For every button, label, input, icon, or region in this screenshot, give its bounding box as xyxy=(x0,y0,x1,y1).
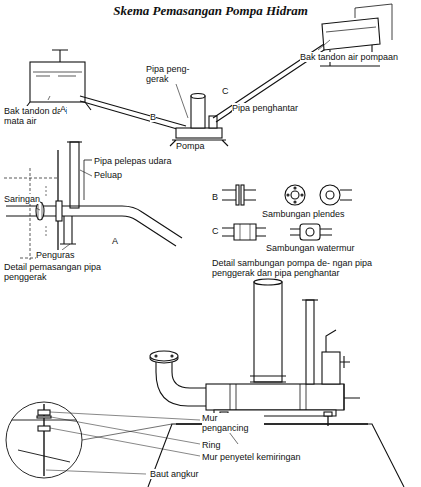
part-label: Pipa peng- gerak xyxy=(146,64,194,84)
part-label: Mur penyetel kemiringan xyxy=(202,452,301,462)
part-label: Detail sambungan pompa de- ngan pipa pen… xyxy=(212,258,412,278)
callout-letter: B xyxy=(150,112,156,122)
callout-letter: B xyxy=(212,192,218,202)
part-label: Baut angkur xyxy=(150,469,199,479)
callout-letter: C xyxy=(222,86,229,96)
part-label: Pompa xyxy=(176,141,205,151)
title: Skema Pemasangan Pompa Hidram xyxy=(0,3,421,19)
part-label: Detail pemasangan pipa penggerak xyxy=(4,262,124,282)
callout-letter: A xyxy=(112,236,118,246)
part-label: Ring xyxy=(202,440,221,450)
part-label: Penguras xyxy=(36,250,75,260)
part-label: Pipa pelepas udara xyxy=(94,156,172,166)
part-label: Sambungan watermur xyxy=(266,243,355,253)
part-label: Pipa penghantar xyxy=(232,103,298,113)
part-label: Peluap xyxy=(94,170,122,180)
part-label: Sambungan plendes xyxy=(262,209,345,219)
callout-letter: C xyxy=(212,226,219,236)
part-label: Bak tandon air pompaan xyxy=(300,52,398,62)
part-label: Saringan xyxy=(4,194,40,204)
part-label: Mur pengancing xyxy=(202,413,264,433)
callout-letter: A xyxy=(60,104,66,114)
part-label: Bak tandon dari mata air xyxy=(4,106,82,126)
